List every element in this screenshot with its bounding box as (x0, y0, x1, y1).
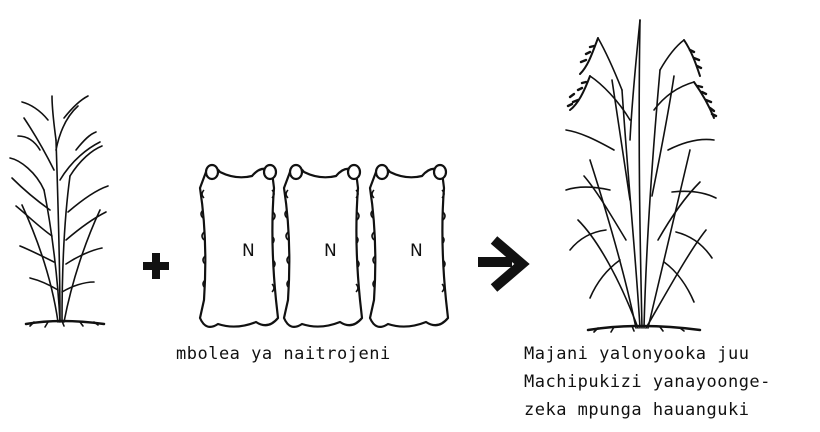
fertilizer-bag-3 (370, 165, 448, 327)
bag-2-label: N (324, 241, 337, 261)
result-line-1: Majani yalonyooka juu (524, 344, 749, 364)
large-rice-plant (566, 20, 716, 332)
fertilizer-bag-1 (200, 165, 278, 327)
bag-1-label: N (242, 241, 255, 261)
arrow-right-icon (478, 240, 522, 288)
fertilizer-caption: mbolea ya naitrojeni (176, 344, 391, 364)
small-rice-plant (10, 96, 108, 327)
result-line-2: Machipukizi yanayoonge- (524, 372, 771, 392)
fertilizer-bag-2 (284, 165, 362, 327)
plus-icon (143, 253, 169, 279)
bag-3-label: N (410, 241, 423, 261)
result-line-3: zeka mpunga hauanguki (524, 400, 749, 420)
